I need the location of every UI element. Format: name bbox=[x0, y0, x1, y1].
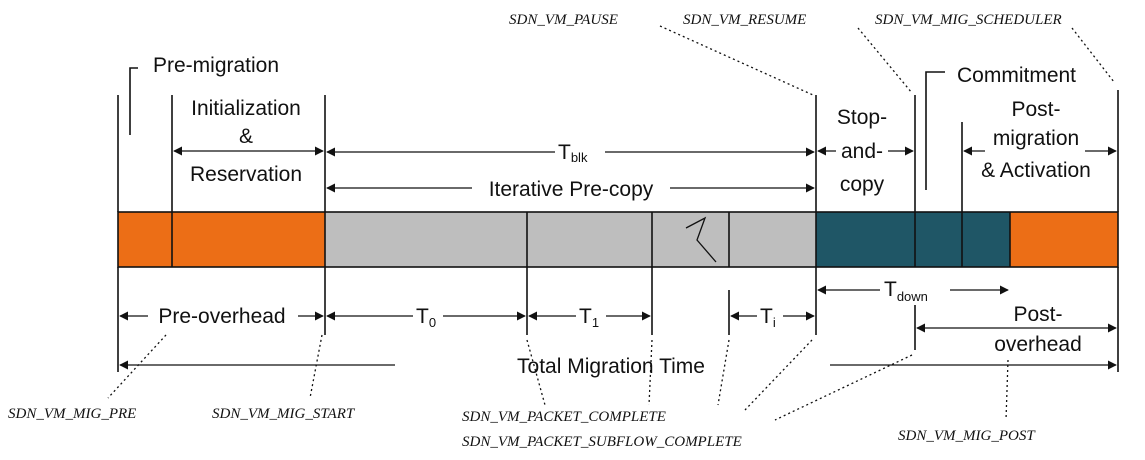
downtime-phase-block bbox=[816, 212, 1010, 267]
event-vm-resume: SDN_VM_RESUME bbox=[683, 12, 806, 28]
post-overhead-line1: Post- bbox=[1013, 303, 1062, 326]
event-mig-pre: SDN_VM_MIG_PRE bbox=[8, 406, 136, 422]
init-label-line2: & bbox=[239, 125, 253, 148]
t1-label: T1 bbox=[579, 305, 599, 330]
lower-labels: Pre-overhead T0 T1 Ti Tdown Post- overhe… bbox=[148, 278, 1086, 378]
event-packet-complete: SDN_VM_PACKET_COMPLETE bbox=[462, 409, 666, 425]
lower-markers bbox=[117, 267, 1119, 372]
event-mig-start: SDN_VM_MIG_START bbox=[212, 406, 356, 422]
leader-vm-resume bbox=[857, 27, 913, 94]
t0-main: T bbox=[416, 305, 429, 328]
leader-packet-complete-3 bbox=[717, 339, 730, 406]
event-vm-pause: SDN_VM_PAUSE bbox=[509, 12, 618, 28]
pre-phase-block bbox=[118, 212, 325, 267]
leader-packet-complete-4 bbox=[744, 339, 813, 411]
ti-main: T bbox=[760, 305, 773, 328]
event-subflow-complete: SDN_VM_PACKET_SUBFLOW_COMPLETE bbox=[462, 434, 742, 450]
commitment-bracket bbox=[925, 71, 945, 190]
t-down-bg bbox=[880, 278, 950, 304]
t-down-main: T bbox=[884, 278, 897, 301]
commitment-label: Commitment bbox=[957, 64, 1076, 87]
post-migration-bg bbox=[985, 130, 1085, 154]
t-blk-label: Tblk bbox=[558, 141, 588, 165]
upper-labels: Pre-migration Initialization & Reservati… bbox=[153, 54, 1091, 201]
ti-bg bbox=[757, 304, 783, 330]
ti-subscript: i bbox=[773, 315, 776, 330]
leader-packet-complete-2 bbox=[648, 339, 653, 406]
event-mig-post: SDN_VM_MIG_POST bbox=[898, 428, 1036, 444]
event-labels: SDN_VM_PAUSE SDN_VM_RESUME SDN_VM_MIG_SC… bbox=[8, 12, 1062, 450]
t1-main: T bbox=[579, 305, 592, 328]
iteration-break-zigzag bbox=[685, 216, 717, 263]
leader-mig-post bbox=[1005, 359, 1009, 421]
t-down-label: Tdown bbox=[884, 278, 928, 304]
precopy-label-bg bbox=[472, 176, 670, 200]
leader-mig-start bbox=[309, 334, 323, 399]
t0-label: T0 bbox=[416, 305, 436, 330]
stop-label-line2: and- bbox=[841, 140, 883, 163]
t0-bg bbox=[413, 304, 443, 330]
pre-migration-bracket bbox=[129, 67, 138, 135]
precopy-phase-block bbox=[325, 212, 816, 267]
init-label-line1: Initialization bbox=[191, 97, 301, 120]
phase-bar bbox=[117, 211, 1119, 268]
pre-overhead-bg bbox=[148, 304, 298, 328]
t-down-subscript: down bbox=[897, 289, 928, 304]
post-overhead-bg bbox=[992, 330, 1086, 356]
leader-mig-scheduler bbox=[1071, 27, 1115, 83]
stop-label-bg bbox=[836, 140, 888, 162]
leader-packet-complete-1 bbox=[526, 339, 546, 406]
stop-label-line1: Stop- bbox=[837, 106, 887, 129]
pre-overhead-label: Pre-overhead bbox=[158, 305, 285, 328]
leader-vm-pause bbox=[659, 25, 814, 96]
stop-label-line3: copy bbox=[840, 173, 885, 196]
total-migration-time-label: Total Migration Time bbox=[517, 355, 705, 378]
event-mig-scheduler: SDN_VM_MIG_SCHEDULER bbox=[875, 12, 1062, 28]
t1-bg bbox=[576, 304, 606, 330]
post-overhead-line2: overhead bbox=[994, 333, 1082, 356]
phase-bar-border bbox=[117, 211, 1119, 268]
t0-subscript: 0 bbox=[429, 315, 436, 330]
iterative-precopy-label: Iterative Pre-copy bbox=[489, 178, 654, 201]
leader-subflow-complete bbox=[774, 354, 913, 421]
pre-migration-label: Pre-migration bbox=[153, 54, 279, 77]
t1-subscript: 1 bbox=[592, 315, 599, 330]
t-blk-label-bg bbox=[555, 140, 605, 162]
post-migration-line1: Post- bbox=[1011, 98, 1060, 121]
leader-mig-pre bbox=[107, 334, 167, 399]
post-migration-line2: migration bbox=[993, 127, 1079, 150]
post-migration-line3: & Activation bbox=[981, 159, 1091, 182]
t-blk-main: T bbox=[558, 141, 571, 164]
event-leaders bbox=[107, 25, 1115, 421]
ti-label: Ti bbox=[760, 305, 776, 330]
init-label-line3: Reservation bbox=[190, 163, 302, 186]
upper-markers bbox=[117, 67, 1119, 212]
t-blk-subscript: blk bbox=[571, 150, 588, 165]
post-phase-block bbox=[1010, 212, 1118, 267]
